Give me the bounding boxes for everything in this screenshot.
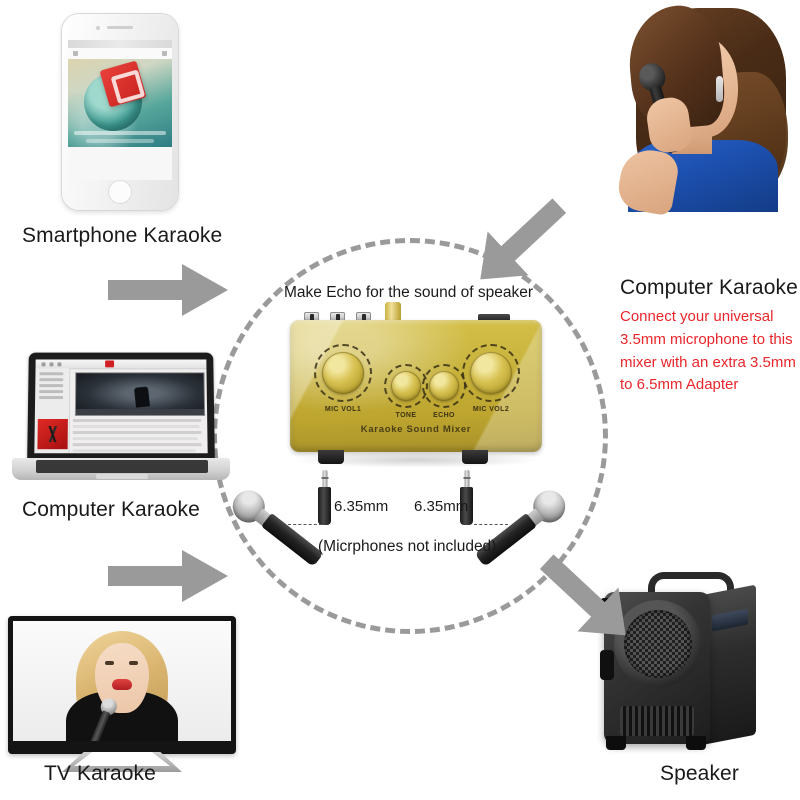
toolbar-red-badge — [105, 360, 114, 367]
speaker-foot — [606, 736, 626, 750]
artwork-caption-line — [74, 131, 166, 135]
track-row — [73, 449, 196, 452]
arrow-smartphone-to-mixer — [108, 262, 230, 318]
sidebar-line — [39, 372, 63, 374]
adapter-note: Connect your universal 3.5mm microphone … — [620, 306, 800, 397]
output-jack-right — [462, 450, 488, 464]
laptop-icon — [27, 353, 215, 461]
phone-camera — [96, 26, 100, 30]
echo-knob[interactable] — [429, 371, 459, 401]
laptop-sidebar — [34, 368, 70, 453]
mic-vol1-knob[interactable] — [322, 352, 364, 394]
arrow-computer-to-mixer — [108, 548, 230, 604]
right-jack-size-label: 6.35mm — [414, 498, 468, 515]
phone-more-icon — [162, 51, 167, 56]
center-headline: Make Echo for the sound of speaker — [284, 284, 533, 302]
plug-tip — [464, 470, 469, 488]
tone-knob[interactable] — [391, 371, 421, 401]
speaker-caption: Speaker — [660, 762, 739, 786]
sidebar-line — [39, 378, 63, 380]
speaker-corner-guard — [600, 650, 614, 680]
plug-tip — [322, 470, 327, 488]
toolbar-icon-3 — [57, 362, 61, 366]
output-jack-left — [318, 450, 344, 464]
singer-earring — [716, 76, 723, 102]
smartphone-icon — [62, 14, 178, 210]
speaker-foot — [686, 736, 706, 750]
toolbar-icon-1 — [42, 362, 46, 366]
tv-singer-eye — [129, 661, 138, 665]
singer-caption: Computer Karaoke — [620, 276, 798, 300]
album-artwork — [68, 59, 172, 147]
echo-label: ECHO — [414, 412, 474, 419]
device-brand-text: Karaoke Sound Mixer — [290, 424, 542, 435]
artwork-caption-line-2 — [86, 139, 154, 143]
mic-vol2-knob[interactable] — [470, 352, 512, 394]
arrow-singer-to-mixer — [452, 186, 582, 296]
phone-screen — [68, 40, 172, 180]
video-progress-bar[interactable] — [76, 409, 204, 415]
phone-status-bar — [68, 40, 172, 48]
left-plug-635mm — [318, 470, 331, 526]
laptop-album-thumbnail — [37, 419, 67, 449]
arrow-mixer-to-speaker — [524, 542, 654, 652]
toolbar-icon-2 — [49, 362, 53, 366]
karaoke-sound-mixer: MIC VOL1 TONE ECHO MIC VOL2 Karaoke Soun… — [290, 320, 542, 452]
mic-vol1-label: MIC VOL1 — [304, 406, 382, 413]
mic-vol2-label: MIC VOL2 — [452, 406, 530, 413]
track-row — [73, 437, 198, 440]
tv-singer-eye — [105, 661, 114, 665]
sidebar-line — [39, 396, 63, 398]
television-icon — [8, 616, 236, 754]
smartphone-caption: Smartphone Karaoke — [22, 224, 222, 248]
phone-earpiece — [107, 26, 133, 29]
laptop-video-panel — [75, 372, 205, 416]
speaker-vent — [620, 706, 694, 736]
laptop-keyboard — [36, 460, 208, 473]
tv-singer-lips — [112, 679, 132, 690]
left-jack-size-label: 6.35mm — [334, 498, 388, 515]
track-row — [73, 443, 202, 446]
computer-caption: Computer Karaoke — [22, 498, 200, 522]
track-row — [73, 419, 201, 422]
laptop-screen — [34, 359, 207, 453]
track-row — [73, 431, 202, 434]
laptop-trackpad — [96, 474, 148, 479]
sidebar-line — [39, 390, 63, 392]
phone-home-button[interactable] — [108, 180, 132, 204]
microphones-disclaimer: (Micrphones not included) — [318, 538, 496, 556]
phone-menu-icon — [73, 51, 78, 56]
track-row — [73, 425, 199, 428]
tv-caption: TV Karaoke — [44, 762, 156, 786]
plug-barrel — [318, 487, 331, 525]
sidebar-line — [39, 384, 63, 386]
singer-arm — [615, 146, 681, 217]
tv-screen — [13, 621, 231, 741]
